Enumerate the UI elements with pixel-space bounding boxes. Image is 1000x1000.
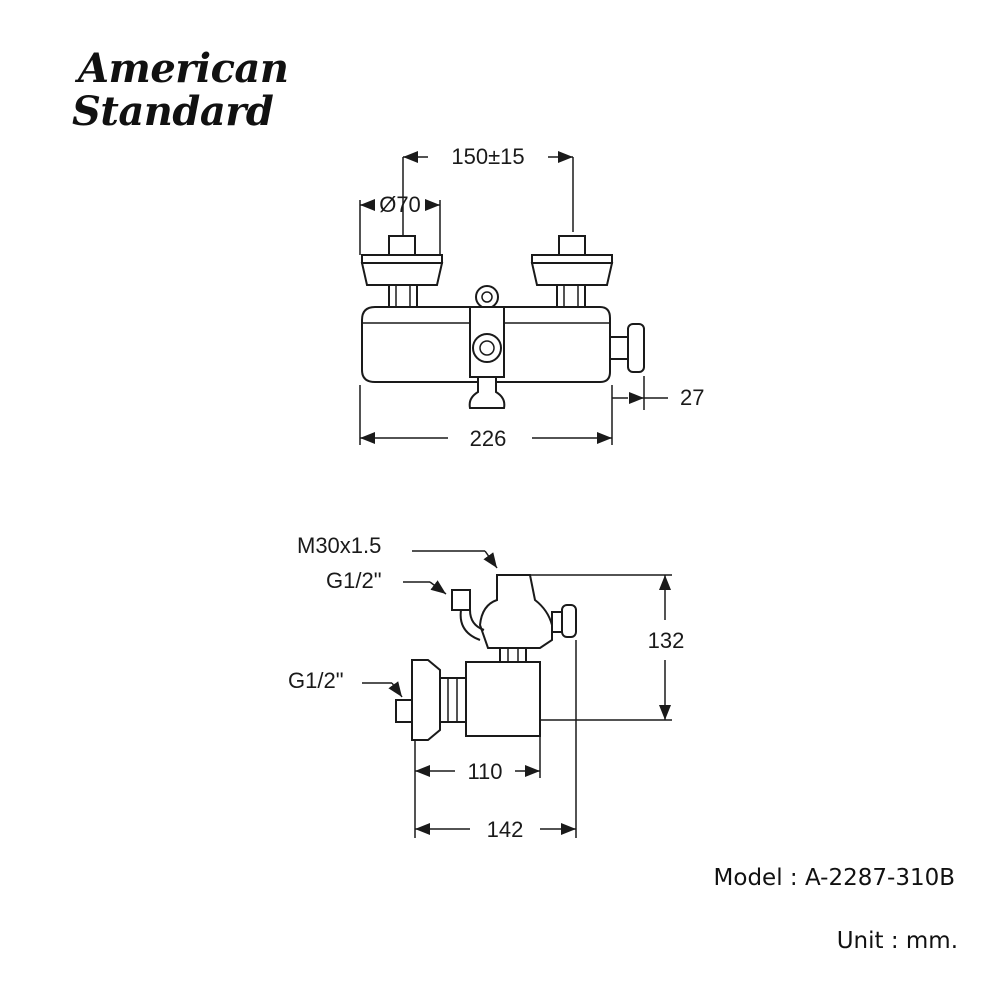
side-view: M30x1.5 G1/2" G1/2" [288, 533, 684, 842]
brand-line-1: American [74, 45, 288, 92]
bath-spout [468, 376, 506, 409]
neck-nut [499, 647, 527, 663]
side-inlet-stub [395, 699, 413, 723]
label-thread: M30x1.5 [297, 533, 381, 558]
label-inlet-top: G1/2" [326, 568, 382, 593]
dim-height: 132 [648, 628, 685, 653]
dim-center-distance: 150±15 [451, 144, 524, 169]
side-connector [439, 677, 467, 723]
right-handle-top [531, 254, 613, 264]
dim-handle-diameter: Ø70 [379, 192, 421, 217]
side-knob-stem [609, 336, 629, 360]
unit-note: Unit : mm. [837, 928, 958, 954]
dim-knob-depth: 27 [680, 385, 704, 410]
dim-total-depth: 142 [487, 817, 524, 842]
diverter-head [478, 574, 553, 649]
right-handle-body [530, 262, 614, 286]
brand-logo: American Standard [72, 45, 289, 135]
left-handle-nut [388, 284, 418, 308]
top-inlet-stub [451, 589, 471, 611]
right-handle-cap [558, 235, 586, 257]
diverter-outlet [472, 333, 502, 363]
side-knob [627, 323, 645, 373]
diverter-top [475, 285, 499, 309]
head-knob [561, 604, 577, 638]
side-body [465, 661, 541, 737]
front-view: 150±15 Ø70 [359, 144, 704, 451]
wall-flange [411, 659, 441, 741]
left-handle-body [360, 262, 444, 286]
model-number: Model : A-2287-310B [714, 865, 955, 891]
right-handle-nut [556, 284, 586, 308]
left-handle-top [361, 254, 443, 264]
head-knob-stem [551, 611, 563, 633]
left-handle-cap [388, 235, 416, 257]
dim-overall-width: 226 [470, 426, 507, 451]
dim-body-depth: 110 [467, 759, 502, 784]
brand-line-2: Standard [72, 88, 274, 135]
label-inlet-side: G1/2" [288, 668, 344, 693]
